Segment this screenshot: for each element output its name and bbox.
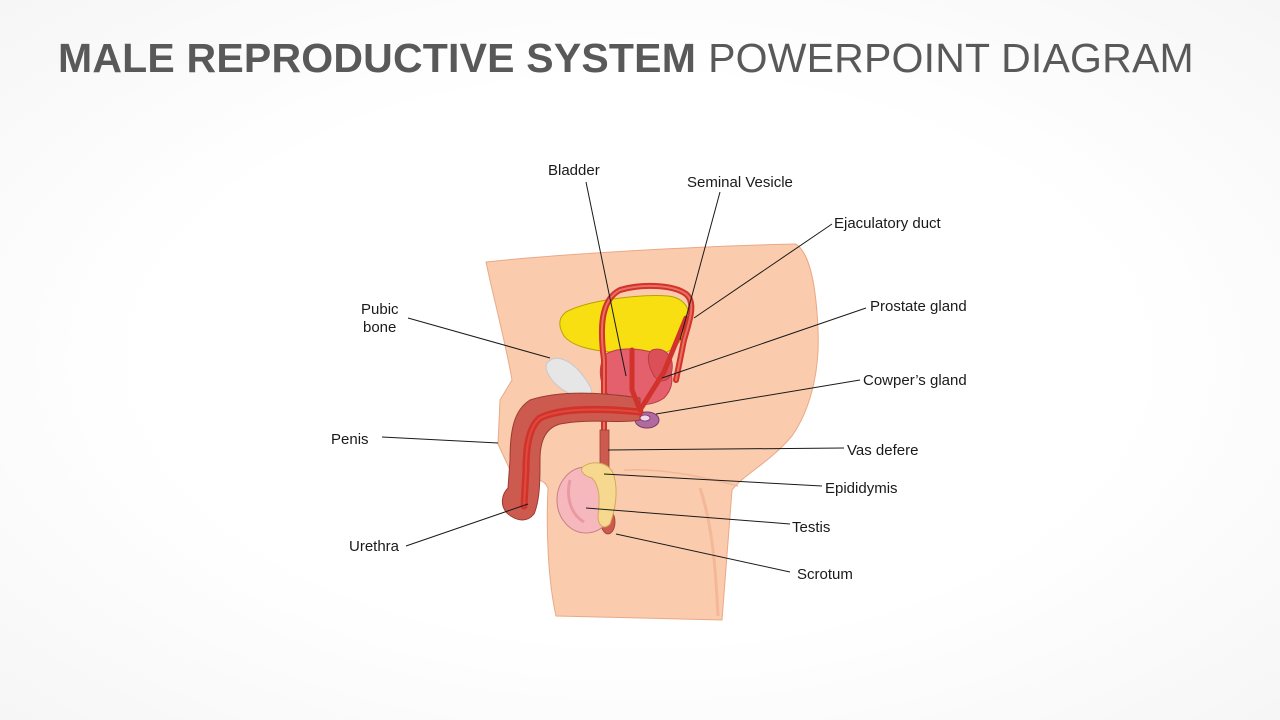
leader-testis — [585, 507, 791, 525]
leader-prostate-gland — [661, 307, 867, 379]
label-scrotum: Scrotum — [797, 566, 853, 583]
leader-bladder — [585, 181, 627, 377]
leader-epididymis — [603, 473, 823, 487]
ejaculatory-duct — [637, 315, 689, 413]
label-ejaculatory-duct: Ejaculatory duct — [834, 215, 942, 232]
testis-shading — [567, 479, 585, 524]
vas-deferens-loop-inner — [600, 284, 693, 453]
bladder-neck — [629, 347, 643, 413]
leader-ejaculatory-duct — [693, 223, 833, 319]
leader-scrotum — [615, 533, 791, 573]
label-cowpers-gland: Cowper’s gland — [863, 372, 967, 389]
vas-stem — [599, 429, 610, 469]
leader-urethra — [405, 503, 529, 547]
title-bold-part: MALE REPRODUCTIVE SYSTEM — [58, 35, 697, 81]
label-penis: Penis — [331, 431, 369, 448]
label-bladder: Bladder — [548, 162, 600, 179]
label-epididymis: Epididymis — [825, 480, 898, 497]
label-vas-defere: Vas defere — [847, 442, 918, 459]
thigh-crease — [623, 468, 739, 487]
epididymis — [581, 462, 617, 528]
urethra-inner — [523, 408, 641, 507]
leader-pubic-bone — [407, 317, 551, 359]
label-pubic-bone-1: Pubic — [361, 301, 399, 318]
leader-vas-defere — [607, 447, 845, 451]
title-light-part: POWERPOINT DIAGRAM — [708, 35, 1194, 81]
label-seminal-vesicle: Seminal Vesicle — [687, 174, 793, 191]
leader-penis — [381, 436, 499, 444]
label-prostate-gland: Prostate gland — [870, 298, 967, 315]
label-pubic-bone-2: bone — [363, 319, 396, 336]
thigh-shading — [698, 487, 720, 617]
label-testis: Testis — [792, 519, 830, 536]
label-urethra: Urethra — [349, 538, 400, 555]
cowpers-gland-core — [639, 414, 651, 422]
leader-cowpers-gland — [655, 379, 861, 415]
leader-seminal-vesicle — [679, 191, 721, 341]
